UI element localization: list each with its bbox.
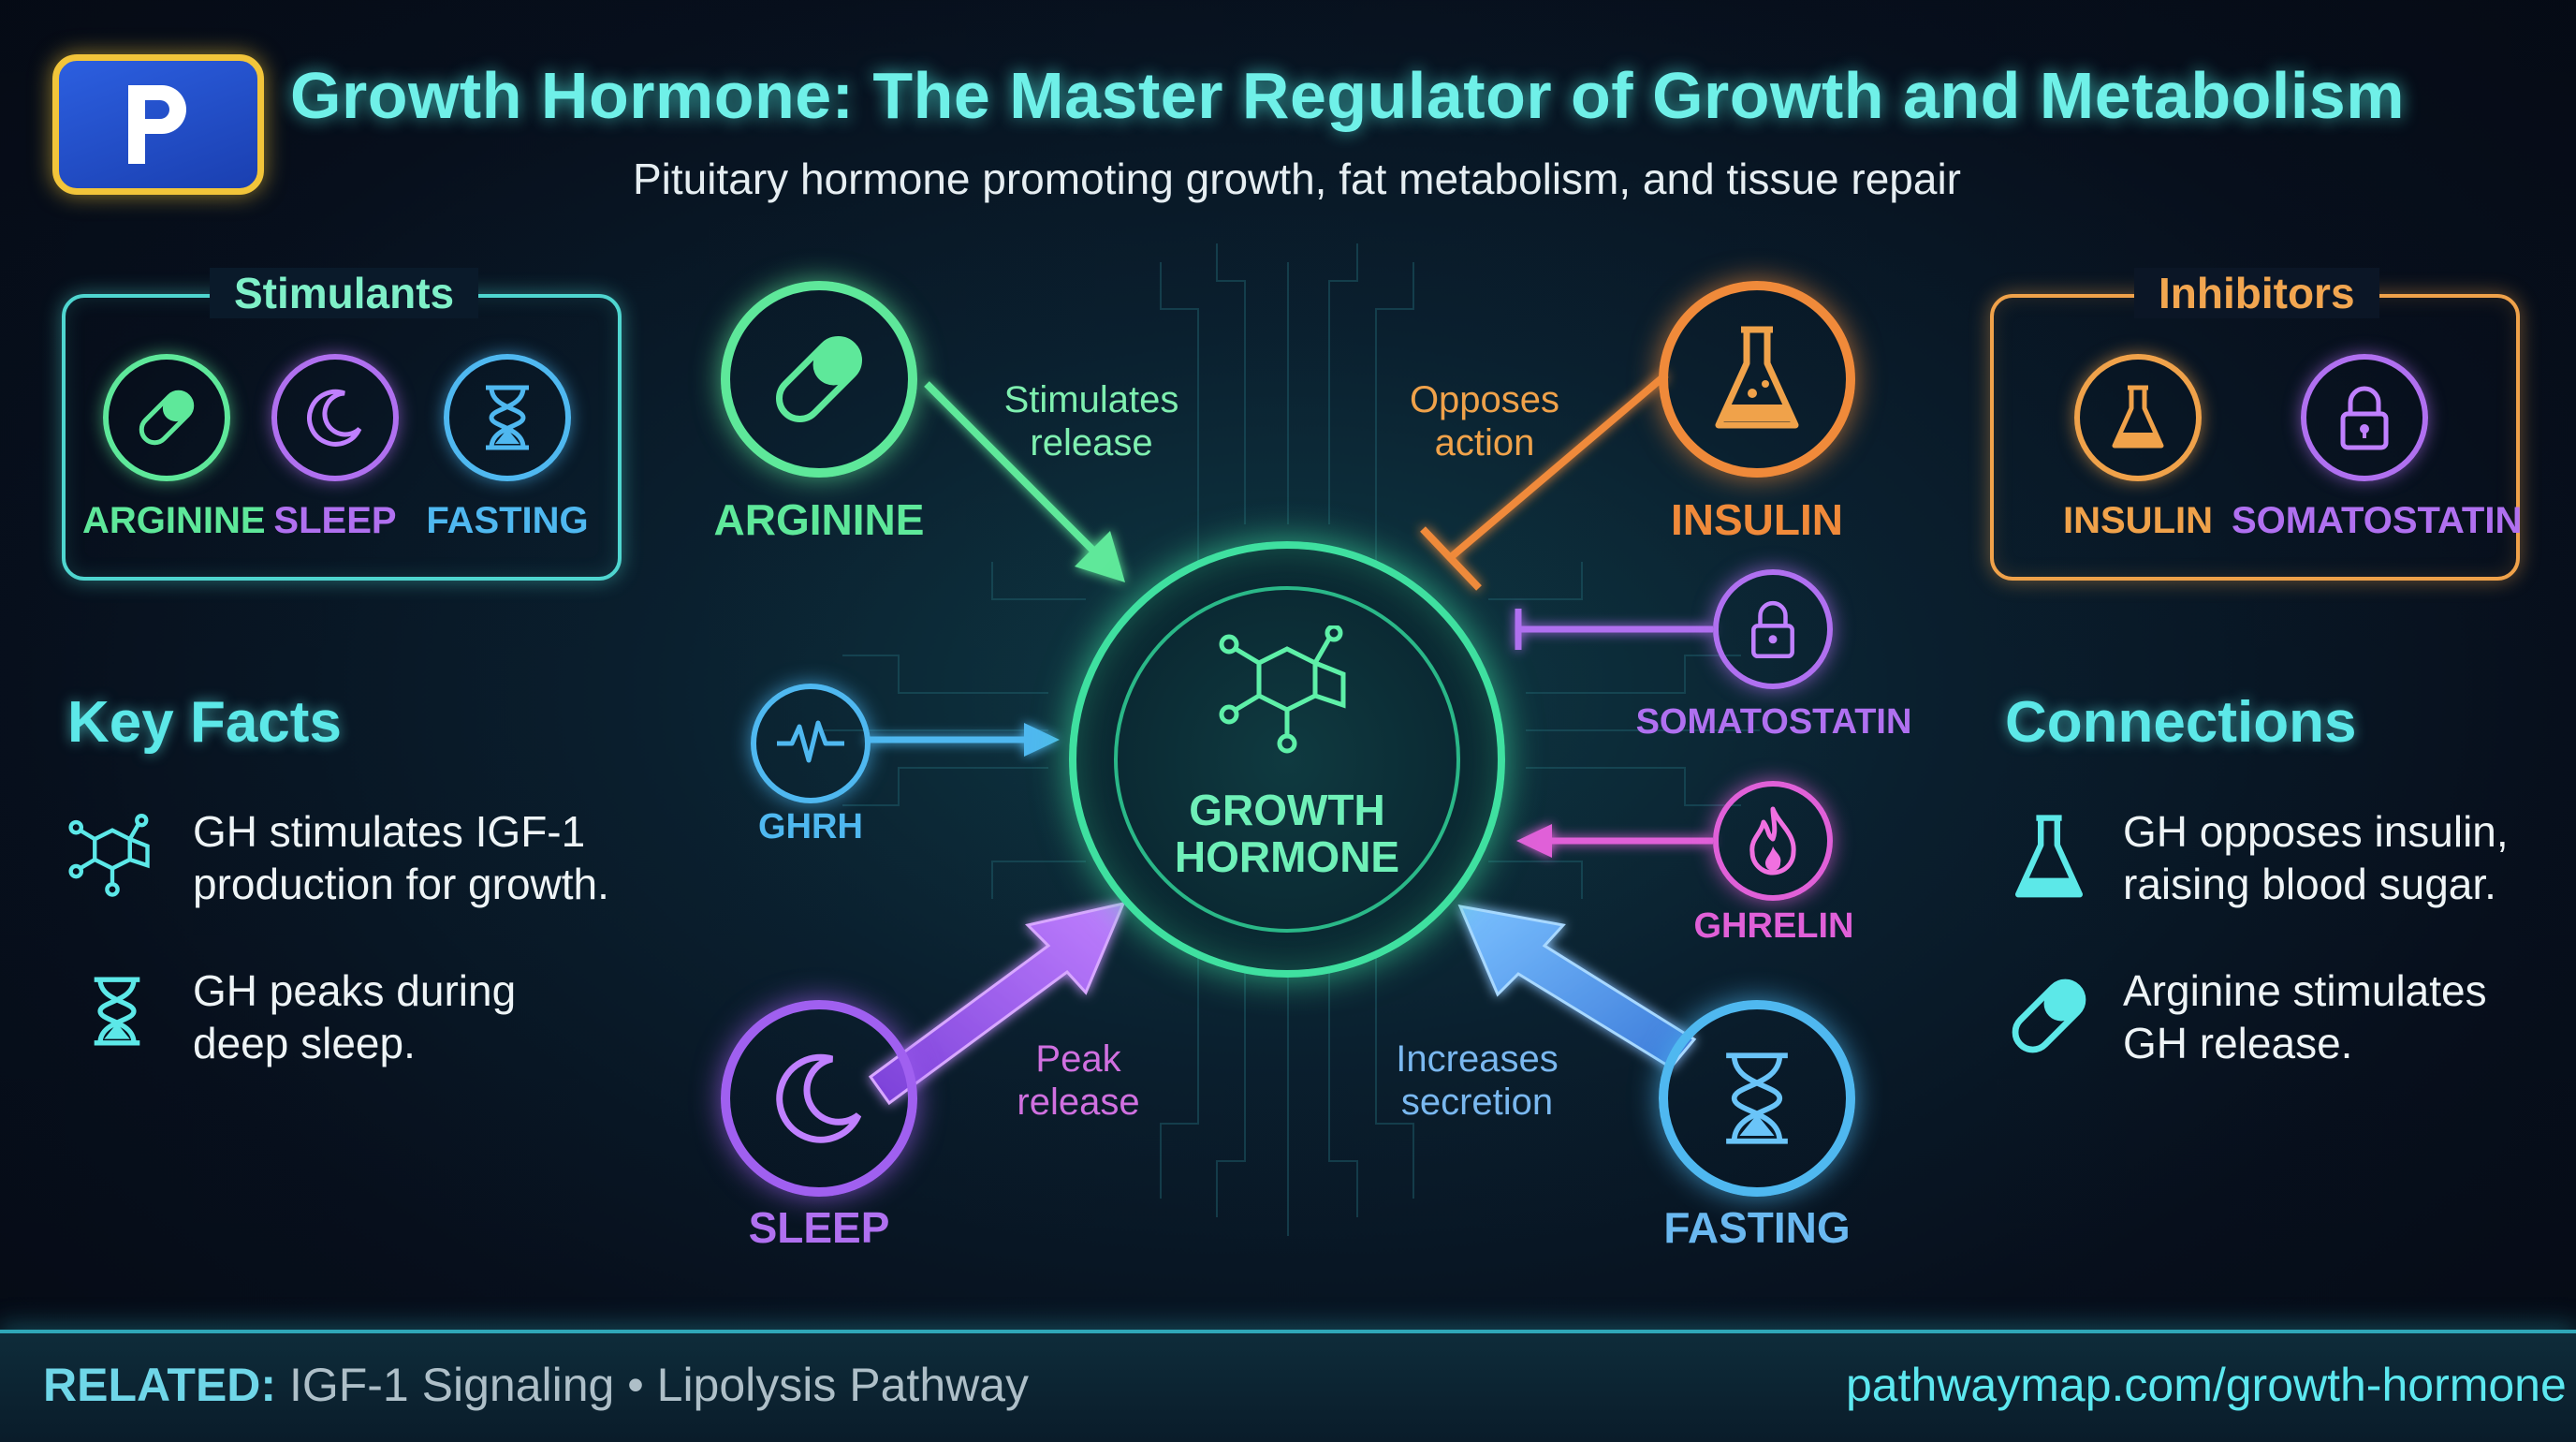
somatostatin-node xyxy=(1713,569,1833,689)
connection-2: Arginine stimulates GH release. xyxy=(2123,966,2487,1067)
fasting-edge-label-line2: secretion xyxy=(1400,1082,1554,1123)
footer-bar xyxy=(0,1330,2576,1442)
fasting-node xyxy=(1659,1000,1855,1197)
page-title: Growth Hormone: The Master Regulator of … xyxy=(290,59,2405,132)
moon-icon xyxy=(307,389,362,447)
flask-icon xyxy=(2015,815,2083,898)
lock-icon xyxy=(2340,386,2389,450)
inhibitors-panel-title: Inhibitors xyxy=(2134,268,2379,318)
stimulant-fasting-label: FASTING xyxy=(426,500,589,541)
arginine-node-label: ARGININE xyxy=(713,495,925,544)
hourglass-icon xyxy=(1726,1052,1788,1144)
waveform-icon xyxy=(777,720,844,763)
page-subtitle: Pituitary hormone promoting growth, fat … xyxy=(633,154,1961,203)
arginine-edge-label-line1: Stimulates xyxy=(1003,379,1179,420)
flask-icon xyxy=(2112,385,2164,449)
key-fact-1: GH stimulates IGF-1 production for growt… xyxy=(193,807,609,908)
insulin-edge-label-line1: Opposes xyxy=(1409,379,1560,420)
ghrh-node-label: GHRH xyxy=(758,807,863,846)
inhibitor-insulin-badge xyxy=(2074,354,2202,481)
pill-icon xyxy=(139,390,195,446)
logo-letter-icon xyxy=(128,85,186,164)
insulin-edge-label-line2: action xyxy=(1434,422,1535,464)
related-links: RELATED: IGF-1 Signaling • Lipolysis Pat… xyxy=(43,1358,1029,1412)
pill-icon xyxy=(775,335,863,423)
stimulant-arginine-badge xyxy=(103,354,230,481)
insulin-node-label: INSULIN xyxy=(1671,495,1843,544)
connection-1: GH opposes insulin, raising blood sugar. xyxy=(2123,807,2509,908)
related-text[interactable]: IGF-1 Signaling • Lipolysis Pathway xyxy=(276,1359,1030,1411)
pill-icon xyxy=(2012,978,2086,1053)
key-fact-2: GH peaks during deep sleep. xyxy=(193,966,517,1067)
sleep-node-label: SLEEP xyxy=(748,1203,890,1252)
brand-logo xyxy=(52,54,264,195)
molecule-icon xyxy=(68,813,150,897)
hourglass-icon xyxy=(486,385,529,450)
center-label-line1: GROWTH xyxy=(1189,786,1385,834)
footer-url-link[interactable]: pathwaymap.com/growth-hormone xyxy=(1846,1359,2567,1411)
sleep-edge-label-line2: release xyxy=(1017,1082,1140,1123)
stimulant-fasting-badge xyxy=(444,354,571,481)
growth-hormone-node: GROWTH HORMONE xyxy=(1069,541,1505,978)
fasting-node-label: FASTING xyxy=(1663,1203,1851,1252)
sleep-node xyxy=(721,1000,917,1197)
inhibitor-somatostatin-label: SOMATOSTATIN xyxy=(2232,500,2523,541)
flask-icon xyxy=(1715,326,1799,429)
ghrelin-node xyxy=(1713,781,1833,901)
arginine-node xyxy=(721,281,917,478)
stimulant-sleep-label: SLEEP xyxy=(273,500,397,541)
molecule-icon xyxy=(1219,625,1346,754)
insulin-node xyxy=(1659,281,1855,478)
inhibitor-insulin-label: INSULIN xyxy=(2063,500,2213,541)
stimulant-arginine-label: ARGININE xyxy=(82,500,266,541)
connections-title: Connections xyxy=(2005,690,2357,755)
arginine-edge-label-line2: release xyxy=(1030,422,1153,464)
stimulants-panel-title: Stimulants xyxy=(210,268,479,318)
moon-icon xyxy=(776,1053,862,1143)
lock-icon xyxy=(1751,600,1794,659)
somatostatin-node-label: SOMATOSTATIN xyxy=(1635,702,1912,742)
center-label-line2: HORMONE xyxy=(1174,832,1400,881)
key-facts-title: Key Facts xyxy=(67,690,342,755)
fasting-edge-label-line1: Increases xyxy=(1396,1038,1559,1080)
sleep-edge-label-line1: Peak xyxy=(1035,1038,1121,1080)
inhibitor-somatostatin-badge xyxy=(2301,354,2428,481)
flame-icon xyxy=(1749,806,1796,876)
stimulant-sleep-badge xyxy=(271,354,399,481)
related-label: RELATED: xyxy=(43,1359,277,1411)
ghrelin-node-label: GHRELIN xyxy=(1693,906,1854,946)
ghrh-node xyxy=(751,684,871,803)
hourglass-icon xyxy=(94,977,140,1046)
